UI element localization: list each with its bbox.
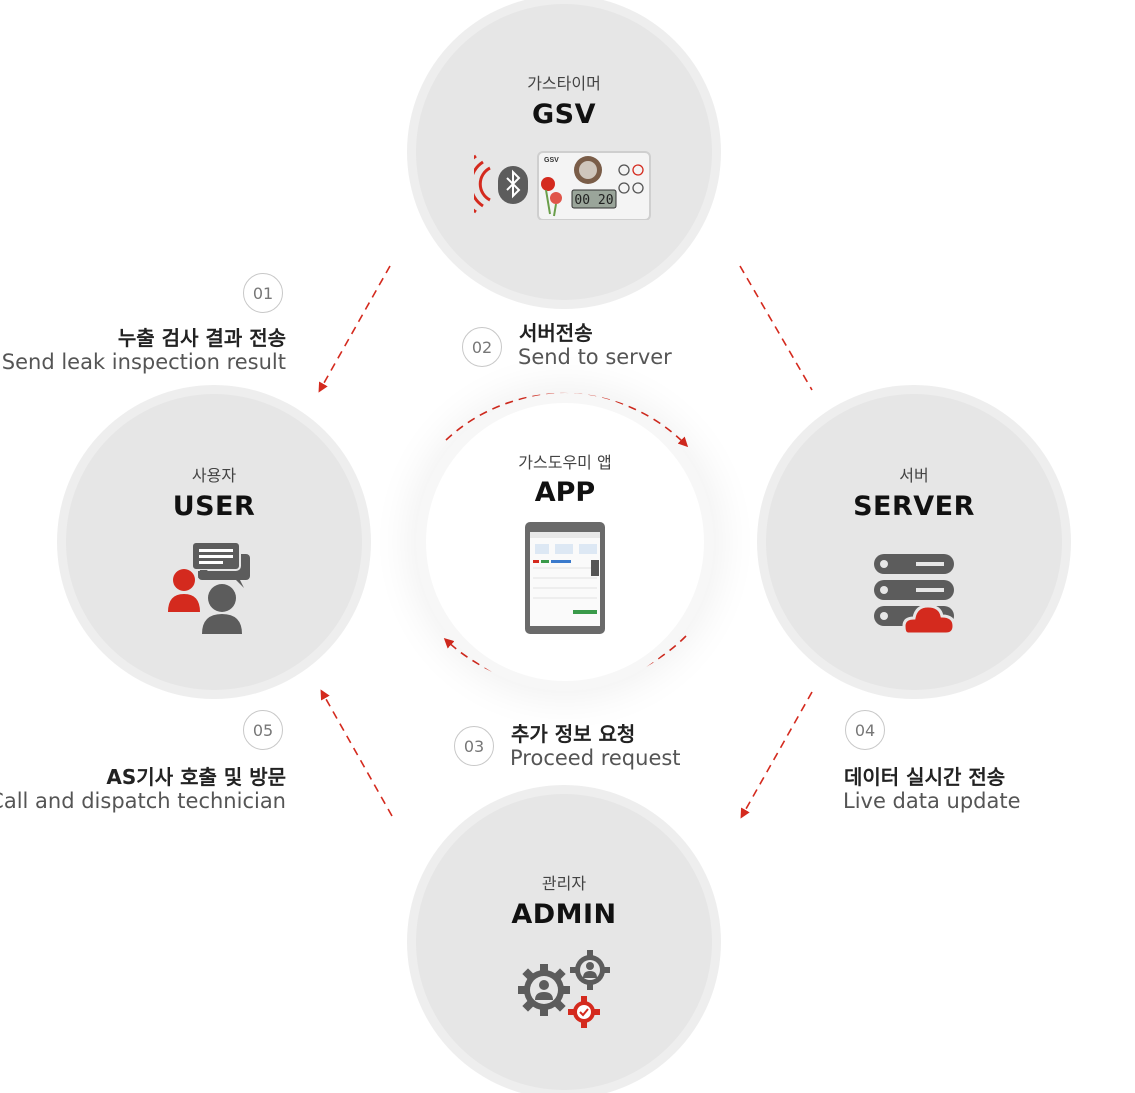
gsv-ko-label: 가스타이머 (527, 74, 601, 93)
user-node: 사용자 USER (66, 394, 362, 690)
step-03-title-en: Proceed request (510, 746, 681, 770)
step-02-number: 02 (462, 327, 502, 367)
gear-people-icon (518, 950, 610, 1028)
admin-ko-label: 관리자 (541, 874, 587, 893)
server-en-label: SERVER (853, 491, 975, 522)
device-brand-text: GSV (544, 157, 559, 164)
step-03-number: 03 (454, 726, 494, 766)
user-en-label: USER (172, 491, 256, 522)
device-lcd-text: 00 20 (574, 193, 613, 208)
step-05-title-ko: AS기사 호출 및 방문 (106, 765, 286, 789)
step-02-title-ko: 서버전송 (519, 321, 593, 345)
server-node: 서버 SERVER (766, 394, 1062, 690)
step-01-number: 01 (243, 273, 283, 313)
gsv-node: 가스타이머 GSV GSV 00 20 (416, 4, 712, 300)
server-ko-label: 서버 (899, 466, 929, 485)
app-ko-label: 가스도우미 앱 (518, 453, 612, 472)
chat-users-icon (168, 541, 250, 634)
app-en-label: APP (534, 477, 596, 508)
arrow-server-to-admin (740, 691, 813, 819)
step-04-title-en: Live data update (843, 789, 1021, 813)
admin-en-label: ADMIN (511, 899, 617, 930)
server-cloud-icon (874, 554, 956, 636)
step-01-title-en: Send leak inspection result (1, 350, 286, 374)
step-01-title-ko: 누출 검사 결과 전송 (117, 326, 286, 350)
step-02-title-en: Send to server (518, 345, 672, 369)
step-04-title-ko: 데이터 실시간 전송 (844, 765, 1006, 789)
tablet-icon (525, 522, 605, 634)
arrow-gsv-to-user (318, 265, 391, 393)
step-03-title-ko: 추가 정보 요청 (511, 722, 636, 746)
arrow-gsv-to-server (739, 265, 813, 391)
app-node: 가스도우미 앱 APP (426, 403, 704, 681)
step-04-number: 04 (845, 710, 885, 750)
gsv-en-label: GSV (531, 99, 596, 130)
user-ko-label: 사용자 (191, 466, 237, 485)
gas-timer-device-icon: GSV 00 20 (474, 151, 651, 220)
step-05-number: 05 (243, 710, 283, 750)
admin-node: 관리자 ADMIN (416, 794, 712, 1090)
step-05-title-en: Call and dispatch technician (0, 789, 286, 813)
arrow-admin-to-user (320, 689, 393, 817)
arrow-app-top (445, 392, 689, 448)
arrow-app-bottom (443, 635, 687, 688)
